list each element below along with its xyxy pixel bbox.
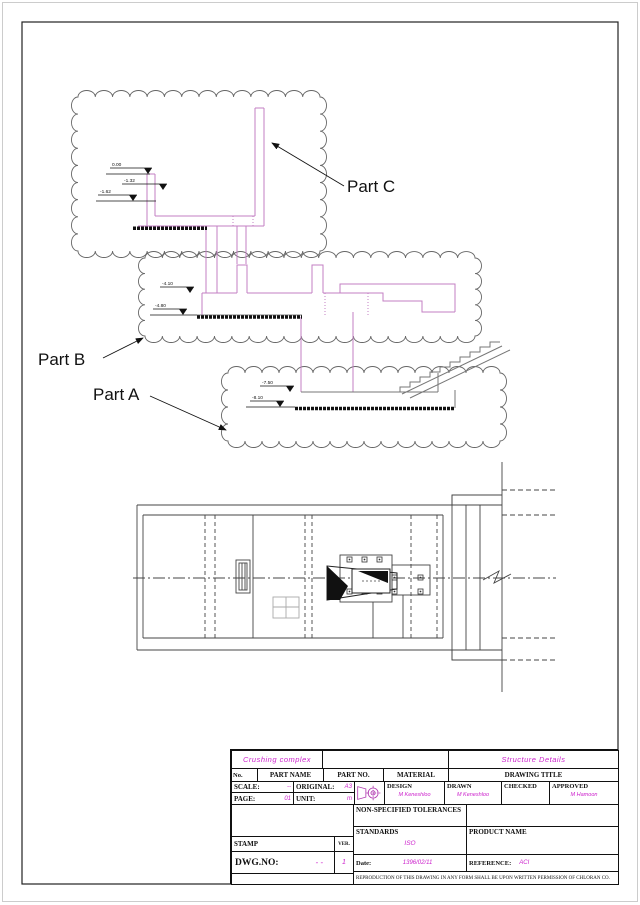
drawn-value: M Keneshloo — [456, 792, 490, 798]
detail-part-b-structure — [201, 264, 456, 392]
elevation-label: -4.10 — [162, 281, 173, 287]
part-b-label: Part B — [38, 350, 85, 369]
drawing-title-value: Structure Details — [501, 755, 566, 764]
third-angle-projection-symbol — [357, 785, 381, 801]
elevation-marker: 0.00 — [106, 162, 152, 175]
project-name: Crushing complex — [242, 755, 312, 764]
ver-value-cell: 1 — [334, 851, 354, 874]
page-value: 01 — [284, 795, 291, 802]
leader-part-c — [271, 142, 345, 187]
scale-value: -- — [287, 784, 291, 790]
elevation-label: -8.10 — [252, 395, 263, 401]
checked-cell: CHECKED — [501, 781, 550, 805]
detail-part-a-structure — [301, 341, 511, 408]
empty-cell — [322, 750, 449, 769]
tolerances-value-cell — [466, 804, 619, 827]
leader-part-b — [102, 337, 144, 359]
reference-cell: REFERENCE: ACI — [466, 854, 619, 872]
leader-part-a — [149, 395, 227, 431]
elevation-marker: -1.32 — [122, 178, 167, 190]
standards-value: ISO — [404, 840, 416, 847]
product-name-cell: PRODUCT NAME — [466, 826, 619, 855]
drawn-cell: DRAWN M Keneshloo — [444, 781, 502, 805]
cloud-part-a — [221, 366, 507, 448]
dwg-no-cell: DWG.NO: - - — [231, 851, 335, 874]
ver-value: 1 — [342, 859, 346, 866]
elevation-marker: -1.62 — [96, 189, 156, 202]
original-value: A3 — [344, 784, 352, 790]
leaders — [102, 142, 345, 431]
grate-element — [235, 559, 251, 594]
crusher-machine — [326, 565, 398, 601]
header-part-name: PART NAME — [257, 768, 324, 782]
structure-details-cell: Structure Details — [448, 750, 619, 769]
reference-value: ACI — [519, 860, 530, 866]
header-drawing-title: DRAWING TITLE — [448, 768, 619, 782]
approved-cell: APPROVED M Hamoon — [549, 781, 619, 805]
stair-stringers — [401, 345, 511, 399]
staircase — [399, 341, 500, 392]
part-c-label: Part C — [347, 177, 395, 196]
stamp-cell: STAMP — [231, 836, 335, 852]
elevation-markers: 0.00 -1.32 -1.62 -4.10 -4.80 — [96, 162, 295, 408]
unit-value: m — [347, 795, 352, 802]
header-no: No. — [231, 768, 258, 782]
ver-label-cell: VER. — [334, 836, 354, 852]
approved-value: M Hamoon — [570, 792, 598, 798]
bottom-strip — [231, 873, 354, 885]
copyright-note-cell: REPRODUCTION OF THIS DRAWING IN ANY FORM… — [353, 871, 619, 885]
column-grid-dashed — [204, 515, 438, 638]
elevation-label: -1.32 — [124, 178, 135, 184]
dwg-no-value: - - — [315, 858, 323, 867]
standards-cell: STANDARDS ISO — [353, 826, 467, 855]
plan-view — [133, 462, 556, 692]
date-value: 1396/02/11 — [402, 860, 433, 866]
tolerances-cell: NON-SPECIFIED TOLERANCES — [353, 804, 467, 827]
date-cell: Date: 1396/02/11 — [353, 854, 467, 872]
design-cell: DESIGN M Keneshloo — [384, 781, 445, 805]
title-block: Crushing complex Structure Details No. P… — [230, 749, 619, 885]
header-material: MATERIAL — [383, 768, 449, 782]
cloud-part-c — [71, 90, 327, 258]
projection-symbol-cell — [354, 781, 385, 805]
elevation-marker: -8.10 — [246, 395, 295, 408]
elevation-marker: -7.50 — [260, 380, 294, 392]
copyright-note: REPRODUCTION OF THIS DRAWING IN ANY FORM… — [356, 875, 610, 881]
revision-clouds — [71, 90, 507, 448]
elevation-label: 0.00 — [112, 162, 122, 168]
elevation-marker: -4.80 — [150, 303, 197, 316]
project-name-cell: Crushing complex — [231, 750, 323, 769]
cloud-part-b — [138, 251, 482, 343]
design-value: M Keneshloo — [398, 792, 431, 798]
elevation-label: -4.80 — [155, 303, 166, 309]
elevation-label: -7.50 — [262, 380, 273, 386]
stamp-space — [231, 804, 354, 837]
break-symbol — [482, 569, 512, 584]
part-a-label: Part A — [93, 385, 140, 404]
elevation-marker: -4.10 — [160, 281, 194, 293]
header-part-no: PART NO. — [323, 768, 384, 782]
floor-grid — [272, 596, 300, 619]
elevation-label: -1.62 — [100, 189, 111, 195]
scale-cell: SCALE: -- — [231, 781, 294, 793]
